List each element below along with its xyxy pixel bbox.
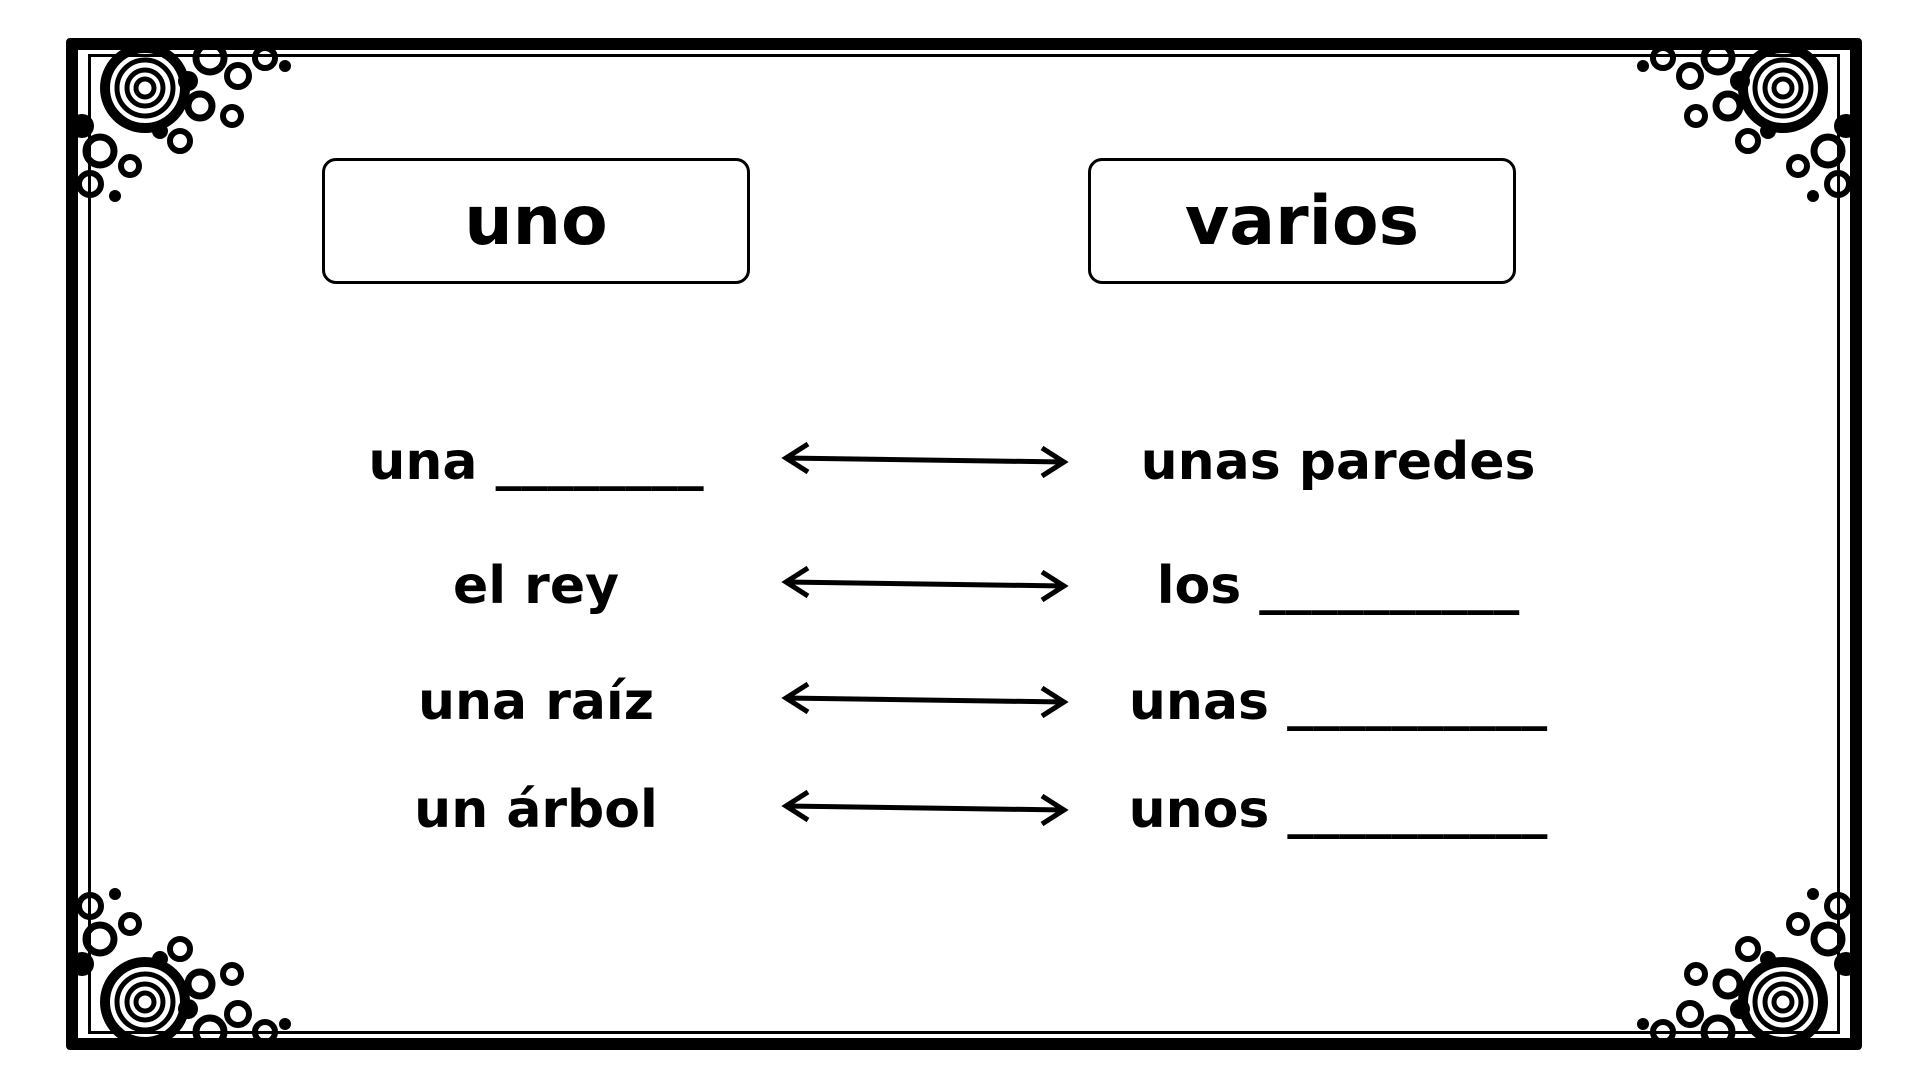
double-arrow-icon xyxy=(781,789,1069,827)
swirl-ornament-icon xyxy=(70,888,291,1050)
row-2-plural: los __________ xyxy=(1156,556,1520,616)
row-3-plural: unas __________ xyxy=(1128,672,1548,732)
header-varios: varios xyxy=(1088,158,1516,284)
outer-frame-border xyxy=(66,38,1862,1050)
row-3-singular: una raíz xyxy=(417,672,655,732)
double-arrow-icon xyxy=(781,441,1069,479)
header-uno: uno xyxy=(322,158,750,284)
row-1-plural: unas paredes xyxy=(1140,432,1536,492)
swirl-ornament-icon xyxy=(1637,888,1858,1050)
swirl-ornament-icon xyxy=(1637,40,1858,202)
double-arrow-icon xyxy=(781,565,1069,603)
swirl-ornament-icon xyxy=(70,40,291,202)
double-arrow-icon xyxy=(781,681,1069,719)
row-4-singular: un árbol xyxy=(414,780,658,840)
row-4-plural: unos __________ xyxy=(1128,780,1548,840)
inner-frame-border xyxy=(88,54,1840,1034)
row-1-singular: una ________ xyxy=(368,432,704,492)
row-2-singular: el rey xyxy=(452,556,619,616)
